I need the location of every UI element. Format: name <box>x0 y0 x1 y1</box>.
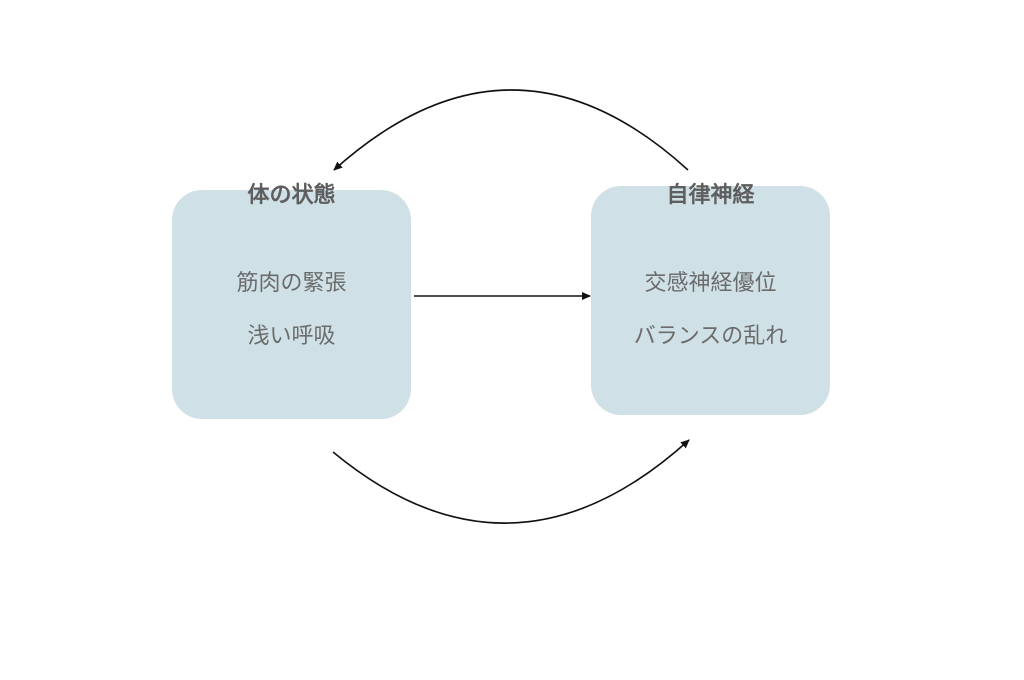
body-state-line-muscle-tension: 筋肉の緊張 <box>236 271 347 296</box>
autonomic-nerves-box <box>591 186 830 415</box>
autonomic-nerves-title: 自律神経 <box>666 183 755 208</box>
body-state-box <box>172 190 411 419</box>
curved-arrow-body-to-nerves-bottom <box>332 439 690 524</box>
curved-arrow-nerves-to-body <box>333 89 689 171</box>
body-state-title: 体の状態 <box>247 183 336 208</box>
body-state-line-shallow-breathing: 浅い呼吸 <box>247 324 336 349</box>
autonomic-line-balance-disruption: バランスの乱れ <box>633 324 788 349</box>
autonomic-line-sympathetic-dominance: 交感神経優位 <box>644 271 777 296</box>
